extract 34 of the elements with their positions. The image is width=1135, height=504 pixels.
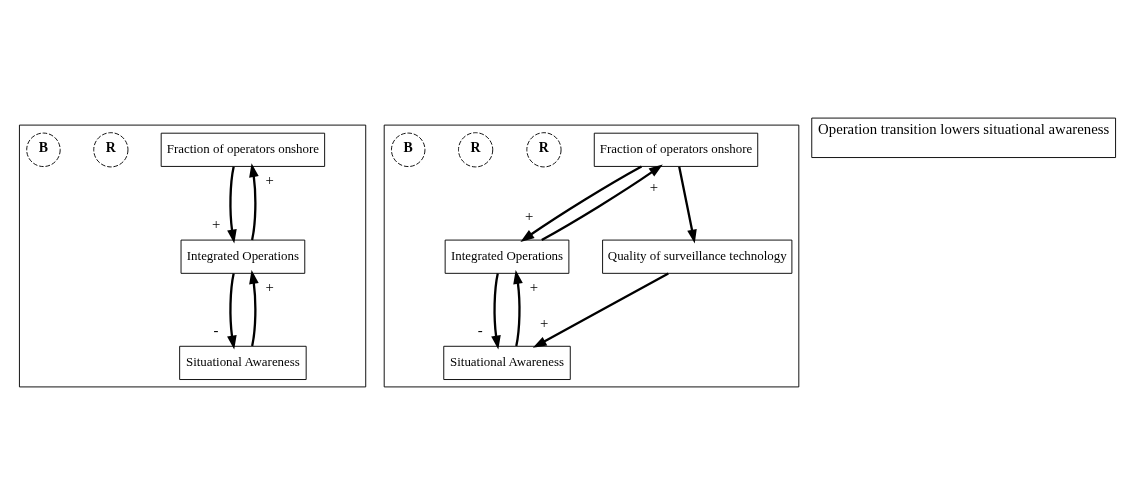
label: R xyxy=(538,139,549,155)
arrow xyxy=(678,165,697,243)
label: B xyxy=(403,139,413,155)
node-box: Fraction of operators onshore xyxy=(593,132,759,167)
arrow xyxy=(227,272,237,349)
arrow xyxy=(520,164,643,242)
label: R xyxy=(470,139,481,155)
arrow xyxy=(249,269,259,346)
edge-label: + xyxy=(649,178,659,195)
node-box: Fraction of operators onshore xyxy=(160,132,326,167)
edge-label: + xyxy=(529,278,539,295)
arrow xyxy=(249,162,259,240)
node-box: Situational Awareness xyxy=(179,345,307,380)
edge-label: + xyxy=(525,207,534,224)
node-box: Integrated Operations xyxy=(180,239,306,274)
edge-label: + xyxy=(211,215,221,232)
cluster xyxy=(18,124,367,387)
edge-label: - xyxy=(213,321,219,338)
arrow xyxy=(532,271,669,348)
node-box: Situational Awareness xyxy=(443,345,571,380)
arrow xyxy=(227,165,237,243)
label: B xyxy=(38,139,49,155)
arrow xyxy=(541,163,663,241)
edge-label: - xyxy=(477,321,483,338)
arrow xyxy=(491,272,501,349)
edge-label: + xyxy=(540,314,549,331)
node-box: Operation transition lowers situational awareness xyxy=(811,117,1117,158)
edge-label: + xyxy=(265,171,274,188)
label: R xyxy=(105,139,116,155)
edge-label: + xyxy=(265,278,274,295)
cluster xyxy=(383,124,800,387)
node-box: Integrated Operations xyxy=(444,239,570,274)
arrow xyxy=(513,269,523,346)
node-box: Quality of surveillance technology xyxy=(602,239,793,274)
